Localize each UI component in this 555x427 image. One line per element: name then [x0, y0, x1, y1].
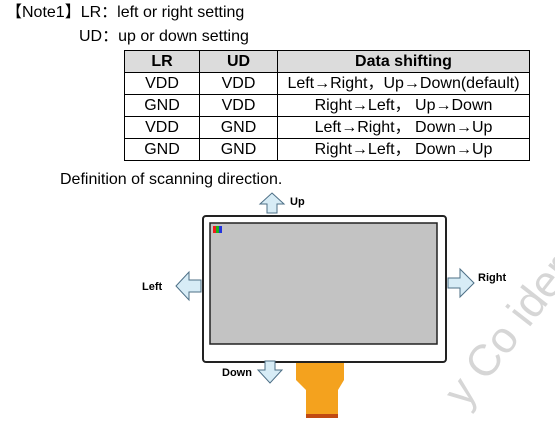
table-row: VDD GND Left→Right， Down→Up	[124, 116, 530, 139]
data-shifting-table: LR UD Data shifting VDD VDD Left→Right，U…	[124, 50, 530, 161]
pixel-red	[213, 226, 216, 233]
note-lr-line: 【Note1】LR：left or right setting	[6, 3, 244, 23]
note-ud-line: UD：up or down setting	[79, 28, 249, 45]
label-right: Right	[478, 272, 506, 284]
label-down: Down	[222, 367, 252, 379]
table-row: VDD VDD Left→Right，Up→Down(default)	[124, 72, 530, 95]
cell-data-shifting: Left→Right， Down→Up	[277, 116, 530, 139]
lcd-screen	[209, 222, 438, 345]
arrow-up-icon	[258, 192, 286, 214]
pixel-blue	[219, 226, 222, 233]
arrow-right-icon	[447, 267, 475, 299]
cell-ud: GND	[199, 116, 278, 139]
cell-ud: GND	[199, 138, 278, 161]
cell-data-shifting: Left→Right，Up→Down(default)	[277, 72, 530, 95]
cell-lr: VDD	[124, 116, 200, 139]
note-prefix: 【Note1】	[6, 4, 81, 21]
label-left: Left	[142, 281, 163, 293]
cell-ud: VDD	[199, 94, 278, 117]
fpc-contact	[306, 414, 338, 418]
cell-data-shifting: Right→Left， Down→Up	[277, 138, 530, 161]
note-lr-text: LR：left or right setting	[80, 4, 245, 21]
definition-caption: Definition of scanning direction.	[60, 171, 283, 188]
header-lr: LR	[124, 50, 200, 73]
fpc-ribbon	[296, 361, 344, 418]
pixel-green	[216, 226, 219, 233]
table-row: GND GND Right→Left， Down→Up	[124, 138, 530, 161]
label-up: Up	[290, 196, 305, 208]
arrow-down-icon	[256, 360, 284, 384]
cell-lr: GND	[124, 138, 200, 161]
arrow-left-icon	[175, 270, 202, 302]
